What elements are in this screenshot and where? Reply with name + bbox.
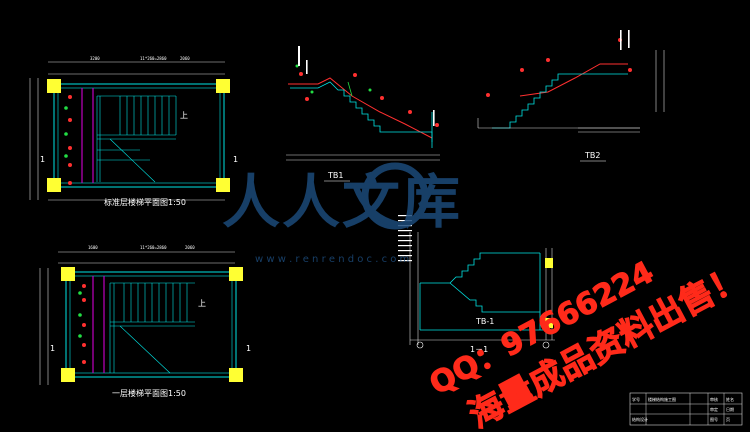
- stair-section-tb1: TB1: [286, 46, 440, 182]
- axis-mark-right: 1: [233, 155, 238, 164]
- watermark: 人人文库 w w w . r e n r e n d o c . c o m: [222, 162, 462, 265]
- svg-text:1600: 1600: [88, 245, 98, 250]
- watermark-domain: w w w . r e n r e n d o c . c o m: [255, 254, 409, 265]
- title-block-cell: 结构设计: [632, 416, 648, 422]
- axis-mark-left: 1: [50, 344, 55, 353]
- section-mark-tb: TB-1: [475, 317, 494, 326]
- watermark-brand: 人人文库: [222, 168, 462, 236]
- standard-floor-stair-plan: 1 1 上 3200 11*260=2860 2060 标准层楼梯平面图1:50: [29, 56, 238, 207]
- plan-bottom-title: 一层楼梯平面图1:50: [112, 388, 186, 398]
- ground-floor-stair-plan: 1 1 上 1600 11*260=2860 2060 一层楼梯平面图1:50: [39, 245, 251, 398]
- svg-text:2060: 2060: [185, 245, 195, 250]
- svg-text:2060: 2060: [180, 56, 190, 61]
- svg-text:3200: 3200: [90, 56, 100, 61]
- title-block-cell: 审核: [710, 396, 718, 402]
- plan-top-title: 标准层楼梯平面图1:50: [104, 197, 186, 207]
- up-mark: 上: [180, 111, 188, 120]
- section-1-1-label: 1－1: [470, 345, 488, 354]
- title-block-cell: 审定: [710, 406, 718, 412]
- title-block-cell: 姓名: [726, 396, 734, 402]
- title-block-cell: 楼梯结构施工图: [648, 396, 676, 402]
- axis-mark-left: 1: [40, 155, 45, 164]
- title-block-cell: 学号: [632, 396, 640, 402]
- title-block-cell: 日期: [726, 406, 734, 412]
- tb1-label: TB1: [327, 171, 343, 180]
- svg-text:11*260=2860: 11*260=2860: [140, 56, 167, 61]
- stair-section-tb2: TB2: [477, 30, 665, 162]
- svg-text:11*260=2860: 11*260=2860: [140, 245, 167, 250]
- title-block: 学号 楼梯结构施工图 审核 姓名 审定 日期 结构设计 图号 页: [629, 392, 743, 426]
- watermark-logo-icon: [361, 162, 429, 230]
- title-block-cell: 页: [726, 417, 730, 422]
- axis-mark-right: 1: [246, 344, 251, 353]
- title-block-cell: 图号: [710, 416, 718, 422]
- up-mark: 上: [198, 299, 206, 308]
- tb2-label: TB2: [584, 151, 600, 160]
- stair-section-1-1: TB-1 1－1: [398, 215, 555, 354]
